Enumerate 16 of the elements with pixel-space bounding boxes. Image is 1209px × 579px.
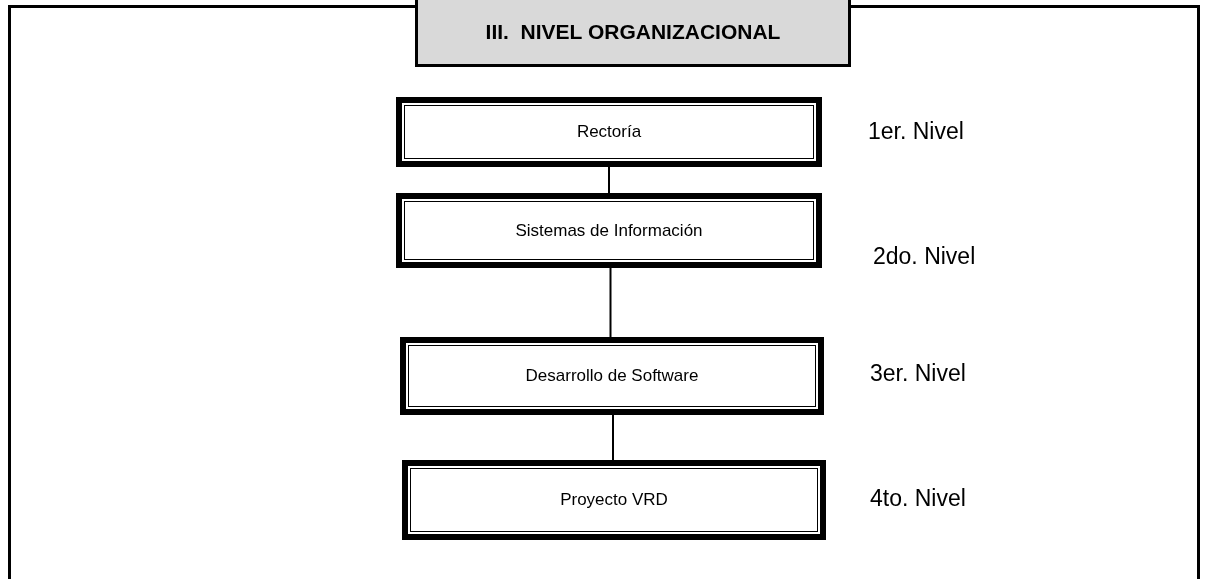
connector-line	[612, 414, 614, 461]
connector-line	[609, 267, 612, 338]
org-unit-box	[396, 97, 822, 167]
unit-name: Desarrollo de Software	[525, 366, 699, 386]
org-unit-box	[400, 337, 824, 415]
org-unit-box	[402, 460, 826, 540]
title-box: III. NIVEL ORGANIZACIONAL	[415, 0, 851, 67]
unit-name: Sistemas de Información	[515, 220, 703, 241]
connector-line	[608, 166, 610, 194]
unit-name: Proyecto VRD	[560, 490, 668, 510]
level-label: 2do. Nivel	[873, 243, 976, 270]
level-label: 1er. Nivel	[868, 118, 964, 145]
level-label: 4to. Nivel	[870, 485, 966, 512]
unit-name: Rectoría	[576, 122, 642, 142]
level-label: 3er. Nivel	[870, 360, 966, 387]
org-unit-box	[396, 193, 822, 268]
